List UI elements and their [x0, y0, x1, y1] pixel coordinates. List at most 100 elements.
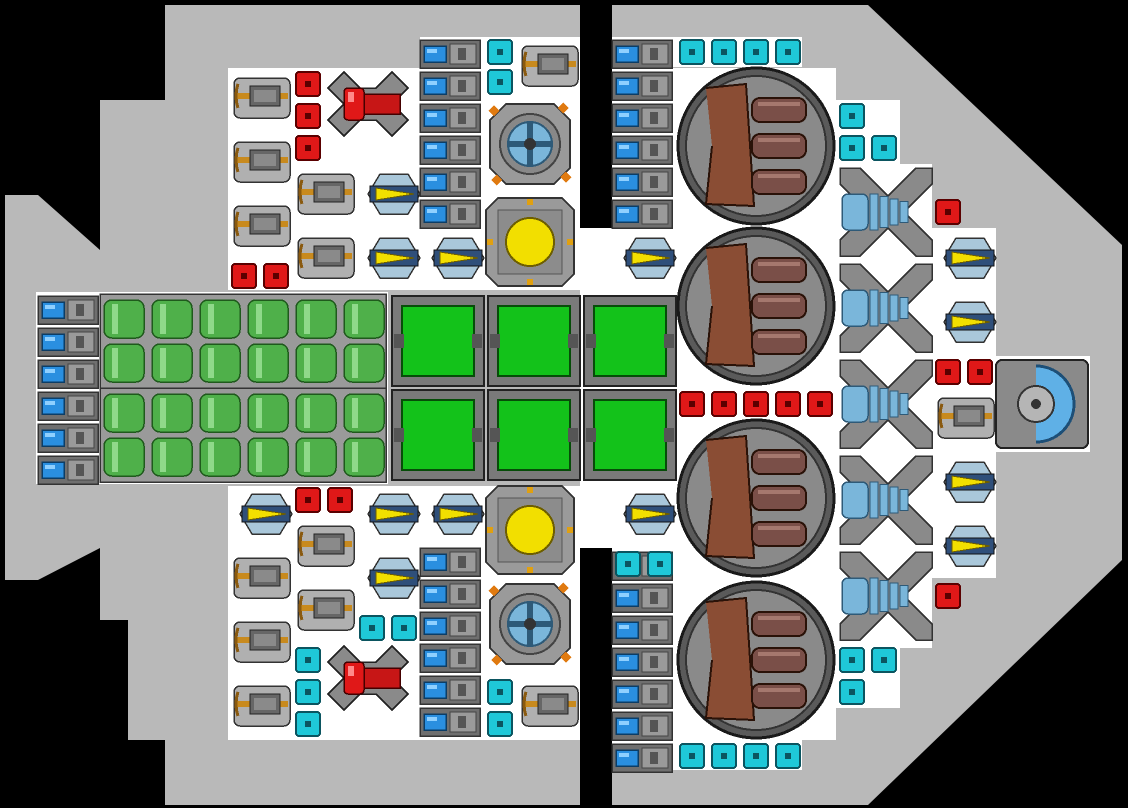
battery-block[interactable] — [419, 199, 481, 229]
power-node[interactable] — [711, 391, 737, 417]
battery-block[interactable] — [419, 611, 481, 641]
conduit-node[interactable] — [711, 743, 737, 769]
power-node[interactable] — [775, 391, 801, 417]
battery-block[interactable] — [419, 579, 481, 609]
power-node[interactable] — [295, 487, 321, 513]
twin-laser[interactable] — [326, 644, 410, 712]
conduit-node[interactable] — [295, 647, 321, 673]
power-node[interactable] — [327, 487, 353, 513]
battery-block[interactable] — [611, 743, 673, 773]
sun-core[interactable] — [485, 197, 575, 287]
battery-block[interactable] — [37, 391, 99, 421]
crossbow-turret[interactable] — [233, 205, 291, 247]
crossbow-turret[interactable] — [297, 173, 355, 215]
battery-block[interactable] — [37, 423, 99, 453]
reactor[interactable] — [487, 389, 581, 481]
gyro[interactable] — [839, 455, 933, 545]
thruster[interactable] — [623, 493, 677, 535]
fan-turret[interactable] — [488, 102, 572, 186]
thruster[interactable] — [943, 525, 997, 567]
crossbow-turret[interactable] — [233, 621, 291, 663]
thruster[interactable] — [239, 493, 293, 535]
battery-block[interactable] — [611, 71, 673, 101]
thruster[interactable] — [367, 173, 421, 215]
crossbow-turret[interactable] — [297, 525, 355, 567]
twin-laser[interactable] — [326, 70, 410, 138]
conduit-node[interactable] — [871, 647, 897, 673]
power-node[interactable] — [967, 359, 993, 385]
thruster[interactable] — [367, 493, 421, 535]
thruster[interactable] — [367, 557, 421, 599]
thruster[interactable] — [623, 237, 677, 279]
battery-block[interactable] — [611, 167, 673, 197]
battery-block[interactable] — [419, 71, 481, 101]
conduit-node[interactable] — [743, 743, 769, 769]
reactor[interactable] — [487, 295, 581, 387]
sun-core[interactable] — [485, 485, 575, 575]
battery-block[interactable] — [611, 199, 673, 229]
battery-block[interactable] — [419, 707, 481, 737]
gyro[interactable] — [839, 551, 933, 641]
conduit-node[interactable] — [839, 103, 865, 129]
reactor[interactable] — [583, 295, 677, 387]
battery-block[interactable] — [419, 135, 481, 165]
crossbow-turret[interactable] — [937, 397, 995, 439]
gyro[interactable] — [839, 359, 933, 449]
thruster[interactable] — [943, 301, 997, 343]
thruster[interactable] — [943, 237, 997, 279]
conduit-node[interactable] — [487, 711, 513, 737]
battery-block[interactable] — [611, 711, 673, 741]
thruster[interactable] — [431, 493, 485, 535]
crossbow-turret[interactable] — [521, 685, 579, 727]
power-node[interactable] — [295, 135, 321, 161]
crossbow-turret[interactable] — [233, 557, 291, 599]
gyro[interactable] — [839, 263, 933, 353]
battery-block[interactable] — [37, 295, 99, 325]
reactor[interactable] — [391, 389, 485, 481]
battery-block[interactable] — [611, 647, 673, 677]
conduit-node[interactable] — [391, 615, 417, 641]
cannon-turret[interactable] — [676, 226, 836, 386]
thruster[interactable] — [431, 237, 485, 279]
conduit-node[interactable] — [711, 39, 737, 65]
conduit-node[interactable] — [679, 39, 705, 65]
battery-block[interactable] — [37, 359, 99, 389]
power-node[interactable] — [263, 263, 289, 289]
power-node[interactable] — [295, 103, 321, 129]
conduit-node[interactable] — [839, 135, 865, 161]
power-node[interactable] — [295, 71, 321, 97]
conduit-node[interactable] — [295, 711, 321, 737]
reactor[interactable] — [583, 389, 677, 481]
battery-block[interactable] — [611, 615, 673, 645]
crossbow-turret[interactable] — [297, 237, 355, 279]
battery-block[interactable] — [419, 39, 481, 69]
battery-block[interactable] — [611, 39, 673, 69]
conduit-node[interactable] — [359, 615, 385, 641]
cannon-turret[interactable] — [676, 418, 836, 578]
battery-block[interactable] — [611, 135, 673, 165]
battery-block[interactable] — [419, 643, 481, 673]
battery-block[interactable] — [611, 679, 673, 709]
conduit-node[interactable] — [487, 679, 513, 705]
power-node[interactable] — [743, 391, 769, 417]
crossbow-turret[interactable] — [233, 685, 291, 727]
gyro[interactable] — [839, 167, 933, 257]
conduit-node[interactable] — [871, 135, 897, 161]
conduit-node[interactable] — [839, 647, 865, 673]
crossbow-turret[interactable] — [297, 589, 355, 631]
crossbow-turret[interactable] — [233, 77, 291, 119]
battery-block[interactable] — [37, 455, 99, 485]
conduit-node[interactable] — [295, 679, 321, 705]
conduit-node[interactable] — [647, 551, 673, 577]
thruster[interactable] — [943, 461, 997, 503]
battery-block[interactable] — [37, 327, 99, 357]
battery-block[interactable] — [419, 547, 481, 577]
conduit-node[interactable] — [487, 69, 513, 95]
crossbow-turret[interactable] — [521, 45, 579, 87]
power-node[interactable] — [231, 263, 257, 289]
battery-block[interactable] — [419, 167, 481, 197]
power-node[interactable] — [679, 391, 705, 417]
conduit-node[interactable] — [679, 743, 705, 769]
crossbow-turret[interactable] — [233, 141, 291, 183]
